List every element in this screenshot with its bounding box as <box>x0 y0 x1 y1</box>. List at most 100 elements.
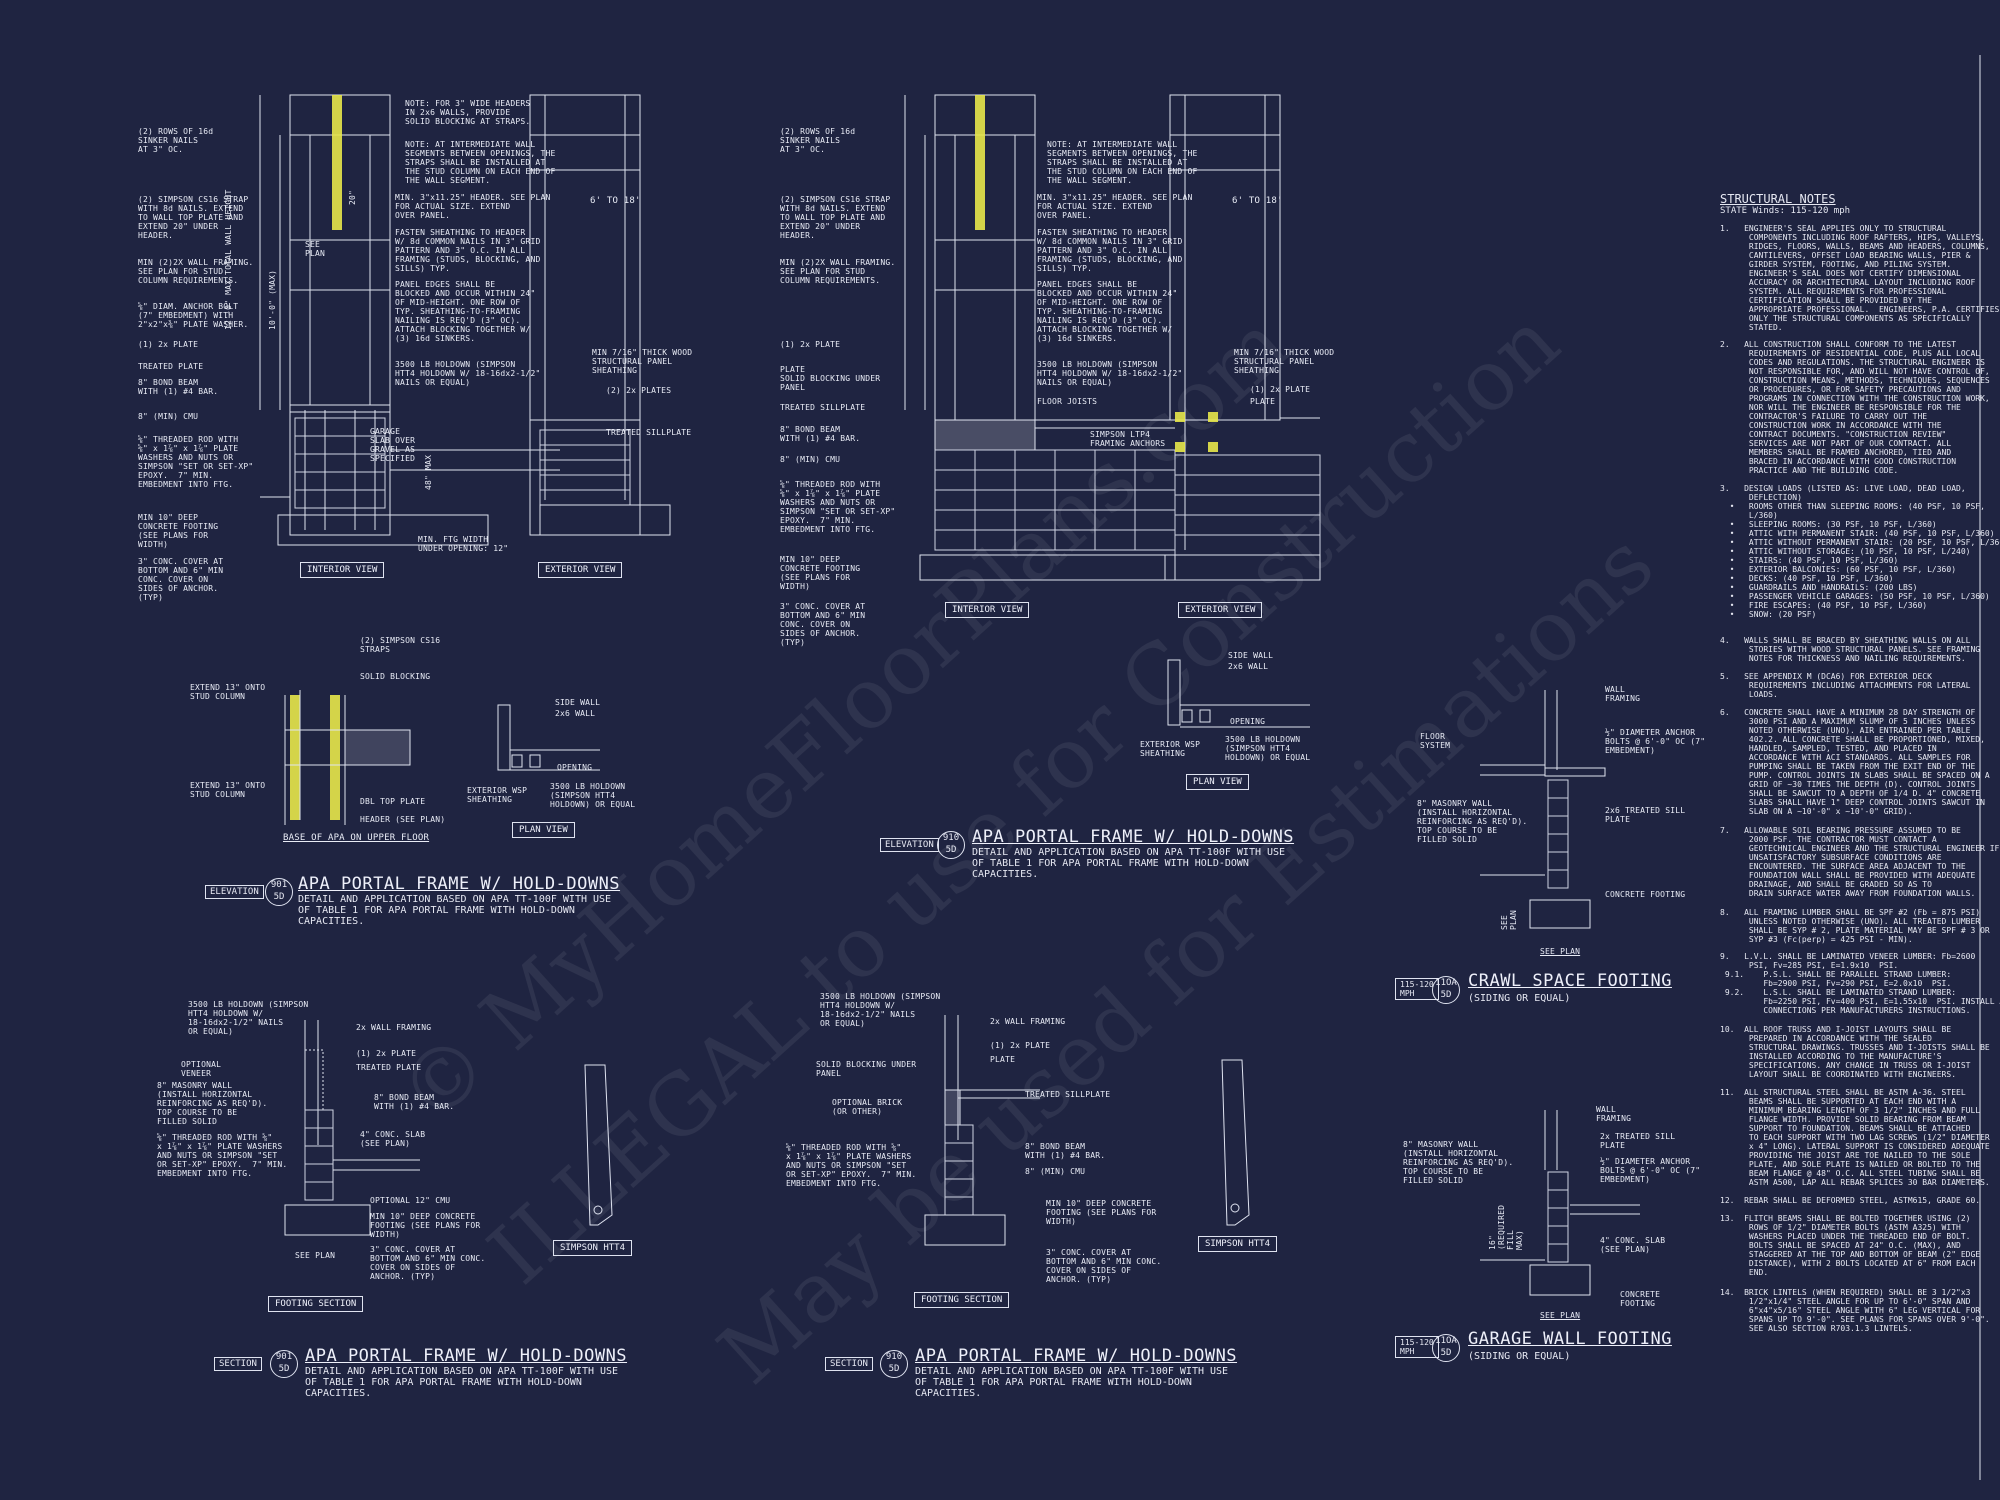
d1-ext-note-2: (2) 2x PLATES <box>606 386 672 395</box>
footing1-htt4-label: SIMPSON HTT4 <box>553 1240 633 1256</box>
d1-see-plan: SEE PLAN <box>305 240 326 258</box>
d2-note-left-5: PLATE SOLID BLOCKING UNDER PANEL <box>780 365 881 392</box>
crawl-bubble-top: 11OA <box>1435 978 1457 988</box>
plan2-label: PLAN VIEW <box>1186 774 1249 790</box>
d1-note-right-8: MIN. FTG WIDTH UNDER OPENING: 12" <box>418 535 509 553</box>
base-apa-note-6: HEADER (SEE PLAN) <box>360 815 446 824</box>
d2-note-right-4: PANEL EDGES SHALL BE BLOCKED AND OCCUR W… <box>1037 280 1178 343</box>
garage-bubble-bottom: 5D <box>1440 1348 1452 1358</box>
crawl-note-7: SEE PLAN <box>1500 909 1518 930</box>
d2-ext-note-3: PLATE <box>1250 397 1276 406</box>
title1-desc: DETAIL AND APPLICATION BASED ON APA TT-1… <box>298 894 612 927</box>
plan2-note-3: OPENING <box>1230 717 1266 726</box>
detail1-interior-drawing <box>259 94 560 546</box>
title2-desc: DETAIL AND APPLICATION BASED ON APA TT-1… <box>972 847 1286 880</box>
f2-note-6: TREATED SILLPLATE <box>1025 1090 1111 1099</box>
f2-note-9: 8" BOND BEAM WITH (1) #4 BAR. <box>1025 1142 1106 1160</box>
title1-bubble-bottom: 5D <box>273 892 285 902</box>
base-apa-note-2: SOLID BLOCKING <box>360 672 431 681</box>
d1-dim-20: 20" <box>348 189 357 205</box>
title3-tag: SECTION <box>214 1357 262 1371</box>
d1-dim-max: 10'-0" (MAX) <box>268 269 277 330</box>
d1-note-left-9: ⅝" THREADED ROD WITH ⅝" x 1⅞" x 1⅞" PLAT… <box>138 435 254 489</box>
f2-note-1: 3500 LB HOLDOWN (SIMPSON HTT4 HOLDOWN W/… <box>820 992 941 1028</box>
plan2-note-1: SIDE WALL <box>1228 651 1274 660</box>
crawl-note-5: 2x6 TREATED SILL PLATE <box>1605 806 1686 824</box>
garage-note-2: 2x TREATED SILL PLATE <box>1600 1132 1676 1150</box>
detail1-exterior-drawing <box>529 94 671 536</box>
footing2-drawing <box>924 1015 1250 1246</box>
f2-note-3: (1) 2x PLATE <box>990 1041 1051 1050</box>
d1-dim-48-max: 48" MAX <box>424 454 433 490</box>
d1-interior-view-label: INTERIOR VIEW <box>300 562 385 578</box>
d2-note-right-7: SIMPSON LTP4 FRAMING ANCHORS <box>1090 430 1166 448</box>
title3-desc: DETAIL AND APPLICATION BASED ON APA TT-1… <box>305 1366 619 1399</box>
d2-note-left-2: (2) SIMPSON CS16 STRAP WITH 8d NAILS. EX… <box>780 195 891 240</box>
structural-note-14: 14. BRICK LINTELS (WHEN REQUIRED) SHALL … <box>1720 1288 1990 1333</box>
plan1-note-5: 3500 LB HOLDOWN (SIMPSON HTT4 HOLDOWN) O… <box>550 782 636 809</box>
plan2-drawing <box>1167 659 1310 728</box>
title1-bubble-top: 901 <box>270 880 288 890</box>
structural-note-3: 3. DESIGN LOADS (LISTED AS: LIVE LOAD, D… <box>1720 484 2000 619</box>
d1-note-right-7: GARAGE SLAB OVER GRAVEL AS SPECIFIED <box>370 427 416 463</box>
title1-text: APA PORTAL FRAME W/ HOLD-DOWNS <box>298 874 621 894</box>
structural-note-12: 12. REBAR SHALL BE DEFORMED STEEL, ASTM6… <box>1720 1196 1981 1205</box>
d2-note-left-6: TREATED SILLPLATE <box>780 403 866 412</box>
footing2-htt4-label: SIMPSON HTT4 <box>1198 1236 1278 1252</box>
d1-note-left-2: (2) SIMPSON CS16 STRAP WITH 8d NAILS. EX… <box>138 195 249 240</box>
f2-note-7: OPTIONAL BRICK (OR OTHER) <box>832 1098 903 1116</box>
plan1-note-3: OPENING <box>557 763 593 772</box>
d2-interior-view-label: INTERIOR VIEW <box>945 602 1030 618</box>
base-apa-drawing <box>284 690 411 825</box>
d2-note-left-3: MIN (2)2X WALL FRAMING. SEE PLAN FOR STU… <box>780 258 896 285</box>
f2-note-10: 8" (MIN) CMU <box>1025 1167 1086 1176</box>
crawl-subtitle: (SIDING OR EQUAL) <box>1468 993 1571 1004</box>
structural-note-11: 11. ALL STRUCTURAL STEEL SHALL BE ASTM A… <box>1720 1088 1990 1187</box>
crawl-note-1: WALL FRAMING <box>1605 685 1641 703</box>
crawl-detail-bubble: 11OA 5D <box>1432 976 1460 1004</box>
structural-note-10: 10. ALL ROOF TRUSS AND I-JOIST LAYOUTS S… <box>1720 1025 1990 1079</box>
f1-note-11: MIN 10" DEEP CONCRETE FOOTING (SEE PLANS… <box>370 1212 481 1239</box>
d1-note-left-11: 3" CONC. COVER AT BOTTOM AND 6" MIN CONC… <box>138 557 224 602</box>
f1-note-6: 8" MASONRY WALL (INSTALL HORIZONTAL REIN… <box>157 1081 268 1126</box>
d1-ext-note-1: MIN 7/16" THICK WOOD STRUCTURAL PANEL SH… <box>592 348 693 375</box>
d1-ext-note-3: TREATED SILLPLATE <box>606 428 692 437</box>
structural-notes-subtitle: STATE Winds: 115-120 mph <box>1720 206 1851 216</box>
garage-note-6: CONCRETE FOOTING <box>1620 1290 1661 1308</box>
title2-text: APA PORTAL FRAME W/ HOLD-DOWNS <box>972 827 1295 847</box>
f2-note-11: MIN 10" DEEP CONCRETE FOOTING (SEE PLANS… <box>1046 1199 1157 1226</box>
structural-note-6: 6. CONCRETE SHALL HAVE A MINIMUM 28 DAY … <box>1720 708 1990 816</box>
structural-note-13: 13. FLITCH BEAMS SHALL BE BOLTED TOGETHE… <box>1720 1214 1981 1277</box>
title4-bubble: 910 5D <box>880 1350 908 1378</box>
d2-note-left-11: 3" CONC. COVER AT BOTTOM AND 6" MIN CONC… <box>780 602 866 647</box>
garage-subtitle: (SIDING OR EQUAL) <box>1468 1351 1571 1362</box>
d1-note-left-3: MIN (2)2X WALL FRAMING. SEE PLAN FOR STU… <box>138 258 254 285</box>
f1-note-12: 3" CONC. COVER AT BOTTOM AND 6" MIN CONC… <box>370 1245 486 1281</box>
f1-note-9: 4" CONC. SLAB (SEE PLAN) <box>360 1130 426 1148</box>
detail2-interior-drawing <box>904 94 1176 581</box>
d1-dim-total-height: 12'-0" MAX TOTAL WALL HEIGHT <box>224 189 233 330</box>
d2-ext-note-1: MIN 7/16" THICK WOOD STRUCTURAL PANEL SH… <box>1234 348 1335 375</box>
f2-note-12: 3" CONC. COVER AT BOTTOM AND 6" MIN CONC… <box>1046 1248 1162 1284</box>
footing2-label: FOOTING SECTION <box>914 1292 1010 1308</box>
d2-note-left-8: 8" (MIN) CMU <box>780 455 841 464</box>
title3-text: APA PORTAL FRAME W/ HOLD-DOWNS <box>305 1346 628 1366</box>
structural-note-8: 8. ALL FRAMING LUMBER SHALL BE SPF #2 (F… <box>1720 908 1990 944</box>
f2-note-8: ⅝" THREADED ROD WITH ⅝" x 1⅞" x 1⅞" PLAT… <box>786 1143 917 1188</box>
d1-note-left-8: 8" (MIN) CMU <box>138 412 199 421</box>
garage-title: GARAGE WALL FOOTING <box>1468 1329 1672 1349</box>
plan1-note-2: 2x6 WALL <box>555 709 596 718</box>
title3-bubble-bottom: 5D <box>278 1364 290 1374</box>
title4-bubble-bottom: 5D <box>888 1364 900 1374</box>
f1-note-13: SEE PLAN <box>295 1251 336 1260</box>
title4-text: APA PORTAL FRAME W/ HOLD-DOWNS <box>915 1346 1238 1366</box>
d1-note-left-4: ⅝" DIAM. ANCHOR BOLT (7" EMBEDMENT) WITH… <box>138 302 249 329</box>
structural-note-2: 2. ALL CONSTRUCTION SHALL CONFORM TO THE… <box>1720 340 1990 475</box>
d1-note-right-1: NOTE: FOR 3" WIDE HEADERS IN 2x6 WALLS, … <box>405 99 531 126</box>
garage-note-3: 8" MASONRY WALL (INSTALL HORIZONTAL REIN… <box>1403 1140 1514 1185</box>
d1-note-left-5: (1) 2x PLATE <box>138 340 199 349</box>
d1-exterior-view-label: EXTERIOR VIEW <box>538 562 623 578</box>
f2-note-4: PLATE <box>990 1055 1016 1064</box>
base-apa-note-1: (2) SIMPSON CS16 STRAPS <box>360 636 441 654</box>
d1-note-left-1: (2) ROWS OF 16d SINKER NAILS AT 3" OC. <box>138 127 214 154</box>
